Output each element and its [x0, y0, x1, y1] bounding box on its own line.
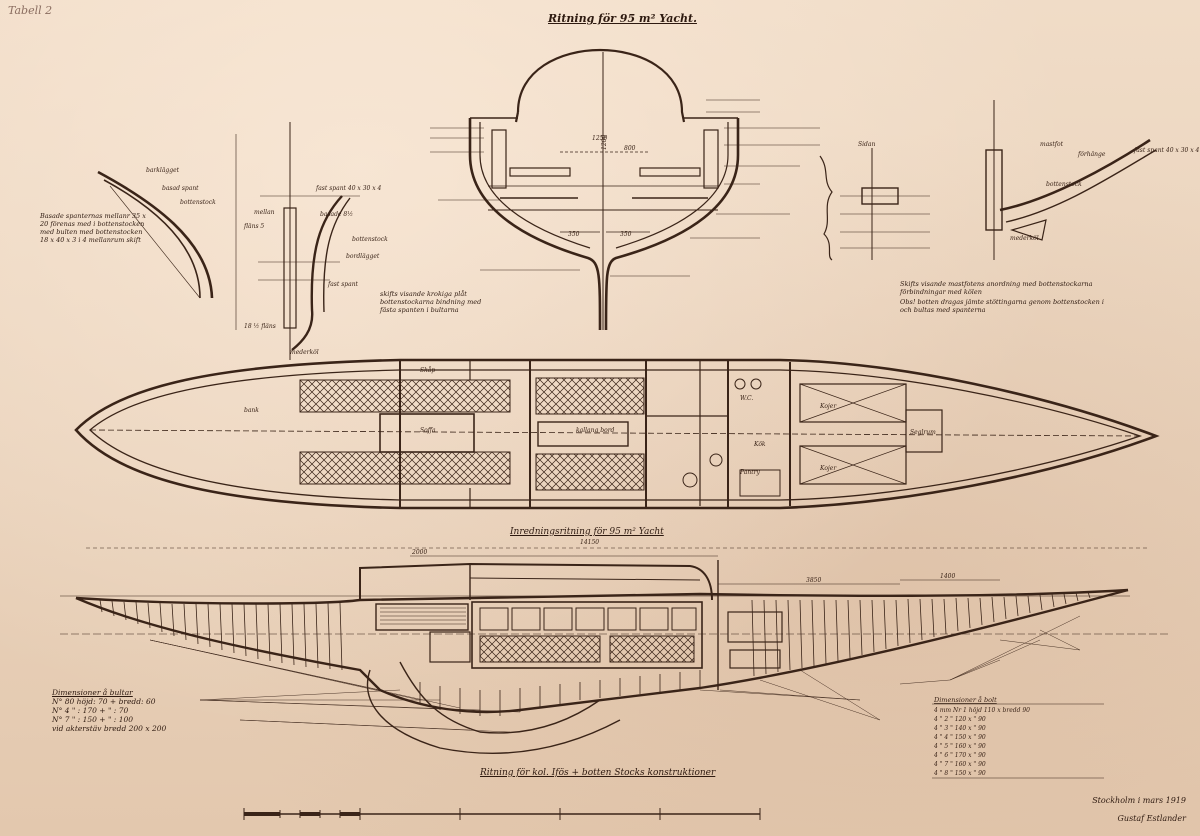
plan-forecastle-2: Kojer	[819, 465, 837, 472]
signature-name: Gustaf Estlander	[1117, 814, 1186, 823]
plan-sailroom: Seglrum	[910, 429, 936, 436]
midship-section: 1200 1250 350 350 800	[468, 48, 740, 331]
right-frame-note-2: Obs! botten dragas jämte stöttingarna ge…	[900, 298, 1104, 314]
svg-text:bottenstock: bottenstock	[352, 236, 388, 243]
svg-text:mellan: mellan	[254, 209, 275, 216]
signature-block: Stockholm i mars 1919 Gustaf Estlander	[1092, 792, 1186, 828]
right-table-row: 4 " 3 " 140 x " 90	[933, 725, 986, 732]
long-length: 14150	[580, 539, 599, 546]
plan-bench: bank	[244, 407, 259, 414]
plan-forecastle-1: Kojer	[819, 403, 837, 410]
drawing-title: Ritning för 95 m² Yacht.	[548, 12, 697, 25]
deck-plan: bank kallang bord Pantry W.C. Kojer Koje…	[74, 358, 1160, 510]
long-dim3: 1400	[940, 573, 955, 580]
right-table-row: 4 mm Nr 1 höjd 110 x bredd 90	[933, 707, 1030, 714]
svg-text:18 ½ fläns: 18 ½ fläns	[244, 323, 276, 330]
svg-text:fast spant 40 x 30 x 4: fast spant 40 x 30 x 4	[1133, 147, 1200, 154]
svg-text:fläns 5: fläns 5	[243, 223, 264, 230]
midship-beam: 1250	[592, 135, 607, 142]
right-table-row: 4 " 8 " 150 x " 90	[933, 770, 986, 777]
plan-sofa: Soffa	[420, 427, 436, 434]
svg-text:mastfot: mastfot	[1040, 141, 1064, 148]
plan-salon-table: kallang bord	[576, 427, 615, 434]
saloon-panels	[479, 607, 697, 663]
longitudinal-section: 14150 2000 3850 1400	[60, 539, 1170, 754]
dimension-table-title: Dimensioner å bultar	[52, 688, 133, 697]
plan-pantry: Pantry	[739, 469, 760, 476]
svg-text:basade 8½: basade 8½	[320, 211, 353, 218]
dimension-row: N° 7 " : 150 + " : 100	[52, 715, 134, 724]
svg-text:förhänge: förhänge	[1077, 151, 1106, 158]
long-dim2: 3850	[806, 577, 821, 584]
midship-upper: 800	[624, 145, 636, 152]
plan-labels: bank kallang bord Pantry W.C. Kojer Koje…	[244, 367, 936, 476]
left-frame-note: Basade spanternas mellanr 35 x 20 förena…	[40, 212, 146, 244]
dimension-row: vid akterstäv bredd 200 x 200	[52, 724, 167, 733]
left-frame-detail: barklägget basad spant bottenstock	[97, 167, 216, 299]
frame-ticks	[99, 591, 1091, 716]
svg-text:Sidan: Sidan	[858, 141, 875, 148]
right-table-row: 4 " 5 " 160 x " 90	[933, 743, 986, 750]
svg-text:bottenstock: bottenstock	[1046, 181, 1082, 188]
right-table-row: 4 " 2 " 120 x " 90	[933, 716, 986, 723]
plan-galley: Kök	[753, 441, 766, 448]
long-dim1: 2000	[411, 549, 427, 556]
plan-cabinet: Skåp	[420, 367, 435, 374]
midship-height: 1200	[601, 135, 608, 150]
scale-bar	[243, 808, 761, 820]
right-frame-detail: Sidan mastfot förhänge fast spant 40 x 3…	[819, 100, 1200, 261]
construction-title: Inredningsritning för 95 m² Yacht	[510, 527, 664, 537]
svg-text:bottenstock: bottenstock	[180, 199, 216, 206]
right-table-row: 4 " 6 " 170 x " 90	[933, 752, 986, 759]
corner-mark: Tabell 2	[8, 4, 53, 17]
svg-text:fast spant 40 x 30 x 4: fast spant 40 x 30 x 4	[315, 185, 382, 192]
right-table-row: 4 " 4 " 150 x " 90	[933, 734, 986, 741]
svg-text:fast spant: fast spant	[327, 281, 359, 288]
svg-text:mederköl: mederköl	[1010, 235, 1039, 242]
leader-lines	[149, 615, 1081, 733]
svg-text:basad spant: basad spant	[162, 185, 199, 192]
right-table-title: Dimensioner å bolt	[933, 695, 997, 704]
dimension-table: Dimensioner å bultar N° 80 höjd: 70 + br…	[52, 688, 166, 733]
keel-title: Ritning för kol. Ifös + botten Stocks ko…	[480, 768, 716, 778]
svg-text:mederköl: mederköl	[290, 349, 319, 356]
dimension-lines: 14150 2000 3850 1400	[86, 539, 1150, 585]
svg-text:barklägget: barklägget	[146, 167, 180, 174]
dimension-row: N° 80 höjd: 70 + bredd: 60	[52, 697, 156, 706]
center-left-frame-detail: fast spant 40 x 30 x 4 mellan fläns 5 ba…	[235, 122, 388, 360]
place-date: Stockholm i mars 1919	[1092, 796, 1186, 805]
midship-half-1: 350	[568, 231, 580, 238]
midship-half-2: 350	[620, 231, 632, 238]
right-table: Dimensioner å bolt 4 mm Nr 1 höjd 110 x …	[932, 695, 1104, 779]
right-table-row: 4 " 7 " 160 x " 90	[933, 761, 986, 768]
dimension-row: N° 4 " : 170 + " : 70	[52, 706, 129, 715]
plan-wc: W.C.	[740, 395, 753, 402]
right-frame-note: Skifts visande mastfotens anordning med …	[900, 280, 1093, 296]
frame-bolt-note: skifts visande krokiga plåt bottenstocka…	[380, 290, 482, 314]
midship-leaders	[430, 99, 820, 277]
svg-text:bordlägget: bordlägget	[346, 253, 380, 260]
